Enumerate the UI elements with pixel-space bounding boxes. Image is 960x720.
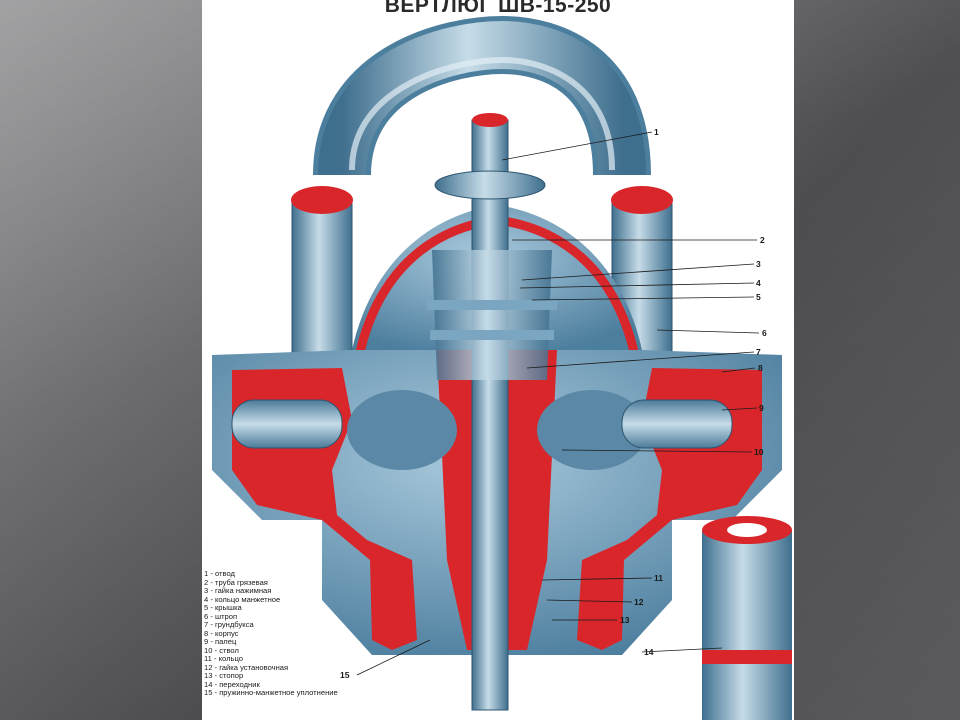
legend-item: 14 - переходник bbox=[204, 679, 260, 689]
callout-15: 15 bbox=[340, 670, 350, 680]
legend-item: 4 - кольцо манжетное bbox=[204, 594, 281, 604]
callout-labels: 1 2 3 4 5 6 7 8 9 10 11 12 13 14 15 bbox=[340, 127, 767, 680]
legend-item: 5 - крышка bbox=[204, 603, 242, 612]
diagram-title: ВЕРТЛЮГ ШВ-15-250 bbox=[384, 0, 612, 17]
legend-item: 9 - палец bbox=[204, 637, 237, 646]
legend-item: 15 - пружинно-манжетное уплотнение bbox=[204, 688, 338, 697]
callout-6: 6 bbox=[762, 328, 767, 338]
trunnion-pins bbox=[231, 399, 733, 449]
parts-legend: 1 - отвод 2 - труба грязевая 3 - гайка н… bbox=[204, 569, 394, 698]
callout-2: 2 bbox=[760, 235, 765, 245]
legend-item: 6 - штроп bbox=[204, 611, 238, 621]
legend-item: 10 - ствол bbox=[204, 645, 239, 655]
callout-9: 9 bbox=[759, 403, 764, 413]
legend-item: 7 - грундбукса bbox=[204, 620, 254, 629]
legend-item: 12 - гайка установочная bbox=[204, 662, 289, 672]
gooseneck-pipe bbox=[313, 15, 651, 177]
callout-5: 5 bbox=[756, 292, 761, 302]
legend-item: 1 - отвод bbox=[204, 569, 235, 578]
legend-item: 13 - стопор bbox=[204, 671, 244, 680]
legend-item: 2 - труба грязевая bbox=[204, 577, 268, 587]
callout-13: 13 bbox=[620, 615, 630, 625]
legend-item: 11 - кольцо bbox=[204, 654, 243, 663]
callout-12: 12 bbox=[634, 597, 644, 607]
poster: ВЕРТЛЮГ ШВ-15-250 bbox=[202, 0, 794, 720]
callout-10: 10 bbox=[754, 447, 764, 457]
adapter-sub bbox=[702, 516, 792, 720]
callout-1: 1 bbox=[654, 127, 659, 137]
callout-4: 4 bbox=[756, 278, 761, 288]
callout-leaders bbox=[356, 131, 760, 676]
legend-item: 3 - гайка нажимная bbox=[204, 586, 272, 595]
callout-7: 7 bbox=[756, 347, 761, 357]
callout-8: 8 bbox=[758, 363, 763, 373]
callout-3: 3 bbox=[756, 259, 761, 269]
legend-item: 8 - корпус bbox=[204, 628, 239, 638]
stem bbox=[427, 113, 557, 711]
swivel-cutaway-illustration: 1 2 3 4 5 6 7 8 9 10 11 12 13 14 15 bbox=[212, 15, 792, 720]
callout-11: 11 bbox=[654, 573, 663, 583]
callout-14: 14 bbox=[644, 647, 654, 657]
